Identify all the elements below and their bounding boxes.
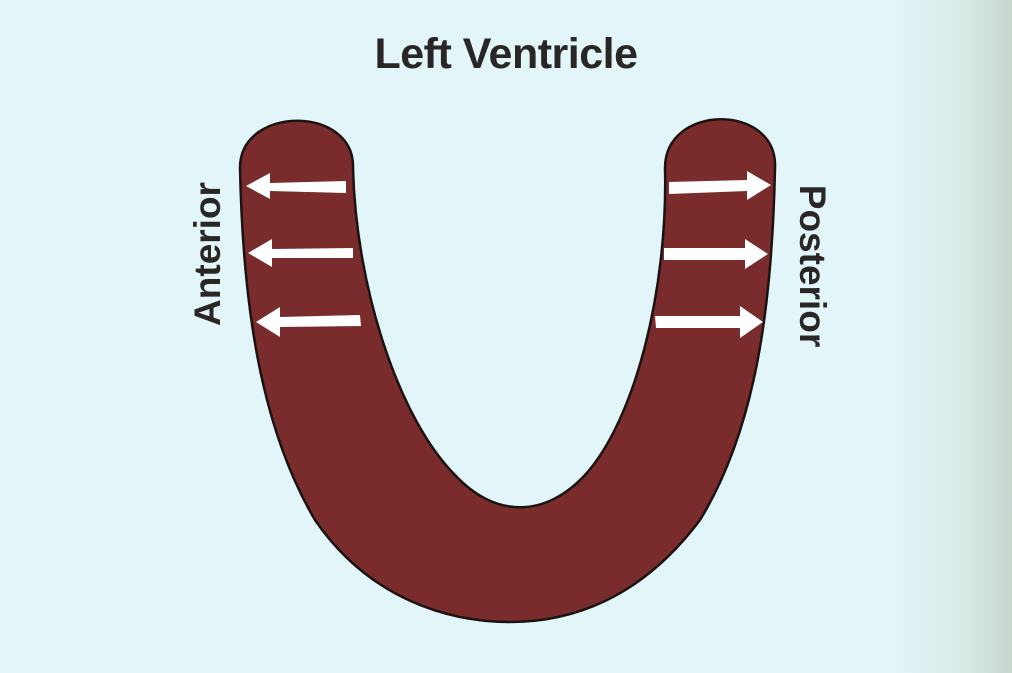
ventricle-wall: [240, 119, 775, 622]
anterior-label: Anterior: [187, 182, 229, 326]
posterior-label: Posterior: [791, 185, 833, 347]
